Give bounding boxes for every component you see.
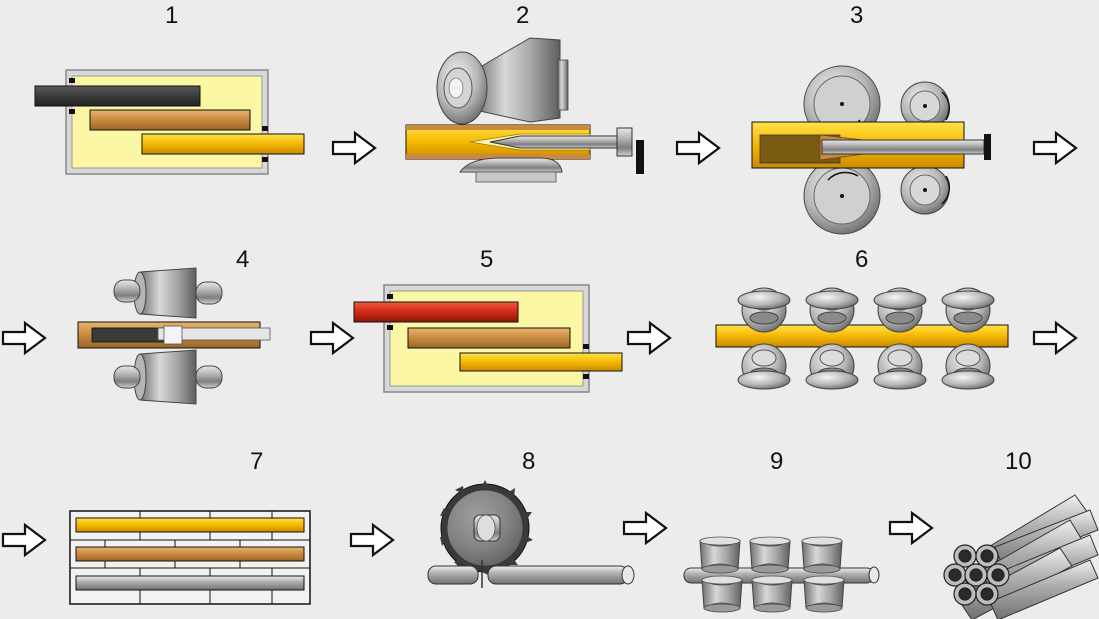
arrow-icon bbox=[888, 511, 934, 545]
step-8-cutting bbox=[427, 480, 635, 588]
arrow-icon bbox=[349, 523, 395, 557]
step-2-piercing bbox=[405, 37, 644, 183]
step-3-elongation bbox=[751, 65, 991, 235]
step-number-9: 9 bbox=[770, 448, 784, 475]
arrow-icon bbox=[1, 523, 47, 557]
arrow-icon bbox=[1032, 321, 1078, 355]
step-number-4: 4 bbox=[236, 246, 250, 273]
step-number-1: 1 bbox=[165, 2, 179, 29]
arrow-icon bbox=[675, 131, 721, 165]
step-1-furnace bbox=[34, 69, 305, 175]
step-number-6: 6 bbox=[855, 246, 869, 273]
step-number-10: 10 bbox=[1005, 448, 1032, 475]
arrow-icon bbox=[626, 321, 672, 355]
arrow-icon bbox=[622, 511, 668, 545]
step-number-7: 7 bbox=[250, 448, 264, 475]
step-number-3: 3 bbox=[850, 2, 864, 29]
step-number-8: 8 bbox=[522, 448, 536, 475]
arrow-icon bbox=[309, 321, 355, 355]
arrow-icon bbox=[331, 131, 377, 165]
step-10-finished-pipes bbox=[943, 494, 1099, 619]
step-number-2: 2 bbox=[516, 2, 530, 29]
arrow-icon bbox=[1, 321, 47, 355]
step-6-sizing-mill bbox=[715, 287, 1009, 390]
step-4-reeling bbox=[77, 267, 271, 405]
step-7-cooling-bed bbox=[69, 510, 311, 605]
step-5-furnace bbox=[353, 284, 623, 393]
step-9-straightening bbox=[683, 536, 880, 613]
arrow-icon bbox=[1032, 131, 1078, 165]
step-number-5: 5 bbox=[480, 246, 494, 273]
